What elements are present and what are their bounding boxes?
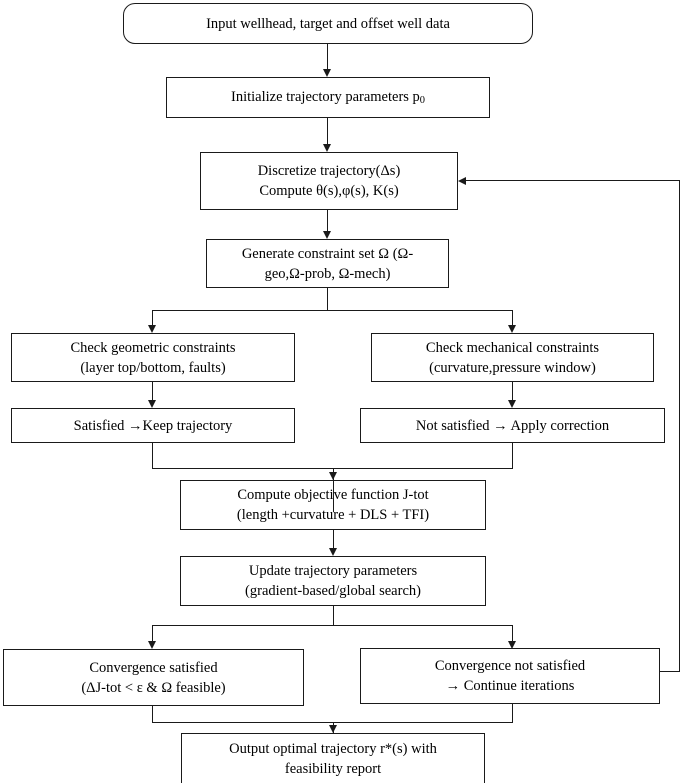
edge-input-to-initialize <box>327 44 329 69</box>
edge-compute-to-update <box>333 530 335 548</box>
edge-constraint-split-bar <box>152 310 513 312</box>
arrowhead-update-params-in <box>328 548 337 556</box>
arrowhead-satisfied-in <box>148 400 156 408</box>
edge-convergence-merge-bar <box>152 722 513 724</box>
arrowhead-convergence-satisfied-in <box>148 641 156 649</box>
arrowhead-check-mechanical-in <box>508 325 516 333</box>
node-discretize-label: Discretize trajectory(Δs) Compute θ(s),φ… <box>257 163 401 199</box>
node-not-satisfied-correct-label: Not satisfied → Apply correction <box>415 417 610 434</box>
arrowhead-generate-in <box>322 231 331 239</box>
arrowhead-output-trajectory-in <box>328 725 337 733</box>
arrowhead-compute-objective-in <box>328 472 337 480</box>
node-check-mechanical[interactable]: Check mechanical constraints (curvature,… <box>371 333 654 382</box>
node-check-geometric[interactable]: Check geometric constraints (layer top/b… <box>11 333 295 382</box>
edge-split-left-drop <box>152 310 154 325</box>
edge-convergence-split-bar <box>152 625 513 627</box>
arrowhead-initialize-in <box>322 69 331 77</box>
arrowhead-check-geometric-in <box>148 325 156 333</box>
arrowhead-notsatisfied-in <box>508 400 516 408</box>
edge-convsplit-left-drop <box>152 625 154 641</box>
node-initialize[interactable]: Initialize trajectory parameters p0 <box>166 77 490 118</box>
node-discretize[interactable]: Discretize trajectory(Δs) Compute θ(s),φ… <box>200 152 458 210</box>
node-update-params[interactable]: Update trajectory parameters (gradient-b… <box>180 556 486 606</box>
edge-feedback-exit <box>660 671 680 673</box>
node-compute-objective-label: Compute objective function J-tot (length… <box>236 487 430 523</box>
edge-update-to-splitbar <box>333 606 335 626</box>
node-not-satisfied-correct[interactable]: Not satisfied → Apply correction <box>360 408 665 443</box>
node-convergence-not-satisfied-label: Convergence not satisfied → Continue ite… <box>434 658 586 694</box>
edge-mechanical-to-notsatisfied <box>512 382 514 400</box>
node-input-data[interactable]: Input wellhead, target and offset well d… <box>123 3 533 44</box>
edge-notsatisfied-merge-drop <box>512 443 514 469</box>
edge-initialize-to-discretize <box>327 118 329 144</box>
node-check-geometric-label: Check geometric constraints (layer top/b… <box>70 339 236 376</box>
node-output-trajectory[interactable]: Output optimal trajectory r*(s) with fea… <box>181 733 485 783</box>
arrowhead-convergence-not-satisfied-in <box>508 641 516 649</box>
node-input-data-label: Input wellhead, target and offset well d… <box>206 15 450 32</box>
arrowhead-discretize-in <box>322 144 331 152</box>
edge-discretize-to-generate <box>327 210 329 231</box>
node-check-mechanical-label: Check mechanical constraints (curvature,… <box>425 339 600 376</box>
node-initialize-subscript: 0 <box>419 94 426 106</box>
edge-convsatisfied-merge-drop <box>152 706 154 723</box>
node-update-params-label: Update trajectory parameters (gradient-b… <box>245 563 421 599</box>
edge-constraint-merge-bar <box>152 468 513 470</box>
edge-merge-to-compute <box>333 468 335 512</box>
edge-convsplit-right-drop <box>512 625 514 641</box>
edge-feedback-return <box>464 180 680 182</box>
node-output-trajectory-label: Output optimal trajectory r*(s) with fea… <box>229 741 437 777</box>
edge-satisfied-merge-drop <box>152 443 154 469</box>
edge-split-right-drop <box>512 310 514 325</box>
node-convergence-not-satisfied[interactable]: Convergence not satisfied → Continue ite… <box>360 648 660 704</box>
node-initialize-label: Initialize trajectory parameters p0 <box>230 88 426 106</box>
edge-feedback-vertical <box>679 180 681 672</box>
edge-geometric-to-satisfied <box>152 382 154 400</box>
node-convergence-satisfied-label: Convergence satisfied (ΔJ-tot < ε & Ω fe… <box>81 659 226 696</box>
edge-generate-to-splitbar <box>327 288 329 310</box>
node-satisfied-keep-label: Satisfied →Keep trajectory <box>73 417 233 434</box>
node-satisfied-keep[interactable]: Satisfied →Keep trajectory <box>11 408 295 443</box>
arrowhead-discretize-feedback-in <box>458 176 466 185</box>
node-generate-constraints[interactable]: Generate constraint set Ω (Ω- geo,Ω-prob… <box>206 239 449 288</box>
node-convergence-satisfied[interactable]: Convergence satisfied (ΔJ-tot < ε & Ω fe… <box>3 649 304 706</box>
node-generate-constraints-label: Generate constraint set Ω (Ω- geo,Ω-prob… <box>241 245 414 282</box>
edge-convnotsatisfied-merge-drop <box>512 704 514 723</box>
